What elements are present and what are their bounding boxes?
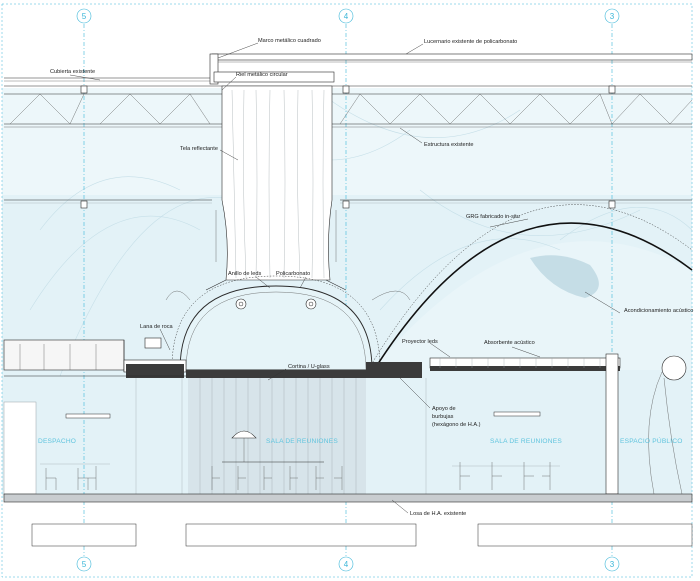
label-proyector: Proyector leds xyxy=(402,339,438,345)
room-espacio-publico: ESPACIO PÚBLICO xyxy=(620,436,683,445)
label-policarbonato: Policarbonato xyxy=(276,271,310,277)
axis-label: 4 xyxy=(344,560,349,569)
label-riel: Riel metálico circular xyxy=(236,72,288,78)
label-lucernario: Lucernario existente de policarbonato xyxy=(424,39,517,45)
axis-marker-5-top: 5 xyxy=(76,8,92,24)
polycarbonate-dome xyxy=(171,275,381,371)
meeting-room-right xyxy=(366,353,687,495)
existing-slab xyxy=(3,493,693,547)
furniture-chairs xyxy=(45,462,551,490)
axis-label: 3 xyxy=(610,12,615,21)
axis-label: 4 xyxy=(344,12,349,21)
label-tela: Tela reflectante xyxy=(180,146,218,152)
axis-marker-4-top: 4 xyxy=(338,8,354,24)
label-estructura: Estructura existente xyxy=(424,142,473,148)
axis-marker-3-bottom: 3 xyxy=(604,556,620,572)
meeting-room-center xyxy=(186,370,366,494)
grg-arch xyxy=(165,204,693,371)
annotation-leaders xyxy=(69,42,621,514)
axis-marker-3-top: 3 xyxy=(604,8,620,24)
label-apoyo-line1: Apoyo de xyxy=(432,406,456,412)
label-lana: Lana de roca xyxy=(140,324,174,330)
label-marco: Marco metálico cuadrado xyxy=(258,38,321,44)
reflective-fabric xyxy=(215,85,337,281)
label-losa: Losa de H.A. existente xyxy=(410,511,466,517)
label-acondicionamiento: Acondicionamiento acústico xyxy=(624,308,693,314)
label-apoyo-line2: burbujas xyxy=(432,414,454,420)
label-apoyo-line3: (hexágono de H.A.) xyxy=(432,422,481,428)
label-cortina: Cortina / U-glass xyxy=(288,364,330,370)
room-sala-reuniones-center: SALA DE REUNIONES xyxy=(266,438,338,445)
axis-marker-5-bottom: 5 xyxy=(76,556,92,572)
room-names: DESPACHO SALA DE REUNIONES SALA DE REUNI… xyxy=(38,436,683,445)
label-anillo: Anillo de leds xyxy=(228,271,261,277)
annotation-labels: Marco metálico cuadrado Lucernario exist… xyxy=(50,38,693,517)
existing-roof xyxy=(4,53,693,87)
label-cubierta: Cubierta existente xyxy=(50,69,95,75)
axis-label: 3 xyxy=(610,560,615,569)
axis-marker-4-bottom: 4 xyxy=(338,556,354,572)
label-absorbente: Absorbente acústico xyxy=(484,340,535,346)
existing-truss xyxy=(4,85,693,209)
room-sala-reuniones-right: SALA DE REUNIONES xyxy=(490,438,562,445)
office-block xyxy=(3,337,190,495)
axis-label: 5 xyxy=(82,12,87,21)
axis-label: 5 xyxy=(82,560,87,569)
room-despacho: DESPACHO xyxy=(38,438,76,445)
label-grg: GRG fabricado in-situ xyxy=(466,214,520,220)
